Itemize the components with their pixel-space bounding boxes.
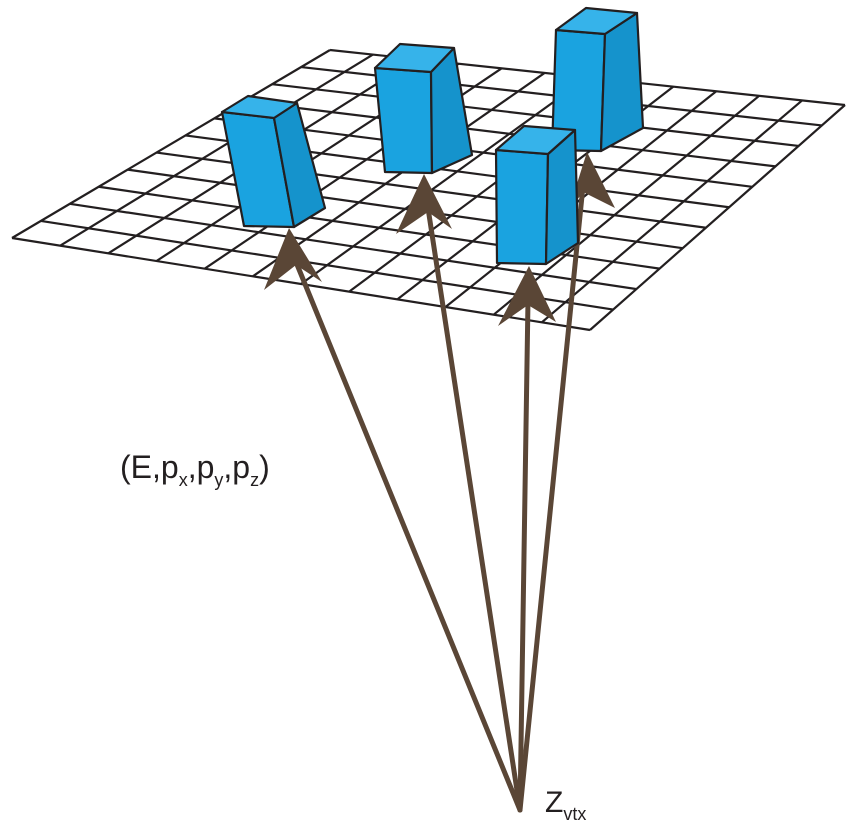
grid-column-line <box>492 94 760 316</box>
energy-tower-1 <box>220 94 327 229</box>
arrow-head-1 <box>264 228 322 290</box>
vertex-label: Zvtx <box>545 786 586 824</box>
energy-towers <box>220 6 645 266</box>
arrow-head-4 <box>568 152 615 212</box>
trajectory-arrows <box>264 152 615 813</box>
arrow-head-2 <box>396 174 452 234</box>
energy-tower-3 <box>550 6 645 153</box>
grid-column-line <box>252 72 546 278</box>
trajectory-line-2 <box>425 205 523 813</box>
grid-column-line <box>589 104 846 331</box>
grid-column-line <box>541 99 803 324</box>
four-momentum-label: (E,px,py,pz) <box>120 449 270 490</box>
trajectory-line-4 <box>517 183 586 813</box>
energy-tower-2 <box>373 42 474 175</box>
grid-column-line <box>300 76 589 285</box>
grid-column-line <box>11 49 331 239</box>
energy-tower-4 <box>494 124 580 266</box>
grid-column-line <box>59 53 374 247</box>
arrow-head-3 <box>498 266 556 326</box>
trajectory-line-1 <box>293 259 523 813</box>
trajectory-line-3 <box>517 297 531 813</box>
